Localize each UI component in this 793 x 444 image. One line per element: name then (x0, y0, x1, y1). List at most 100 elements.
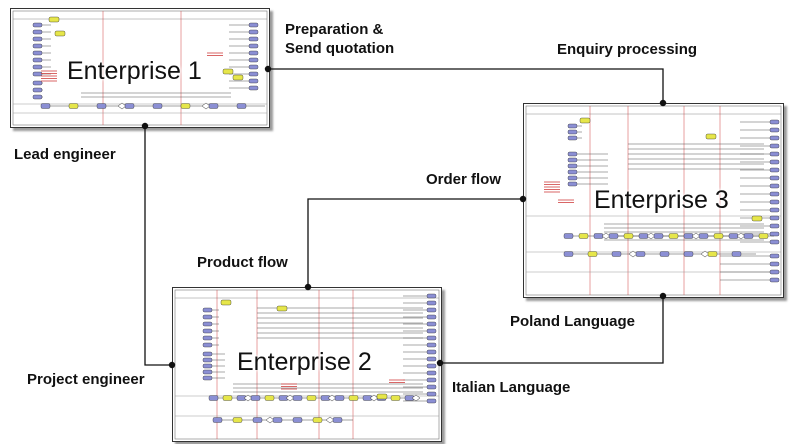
connector-node (519, 195, 527, 203)
process-box (264, 395, 275, 401)
enquiry-processing-label: Enquiry processing (557, 41, 698, 58)
process-box (222, 68, 234, 75)
process-box (208, 395, 219, 401)
process-box (48, 16, 60, 23)
process-box (659, 251, 670, 257)
frame (525, 105, 782, 296)
order-product-connector (307, 198, 523, 287)
enterprise-3-title: Enterprise 3 (594, 186, 729, 214)
process-box (312, 417, 323, 423)
process-box (635, 251, 646, 257)
decision-node (265, 416, 275, 424)
process-box (232, 74, 244, 81)
process-box (220, 299, 232, 306)
process-box (578, 233, 589, 239)
process-box (579, 117, 591, 124)
process-box (731, 251, 742, 257)
preparation-label-line-2: Send quotation (285, 40, 395, 57)
process-box (713, 233, 724, 239)
process-box (587, 251, 598, 257)
process-box (236, 103, 247, 109)
order-flow-label: Order flow (426, 171, 502, 188)
process-box (252, 417, 263, 423)
decision-node (325, 416, 335, 424)
preparation-label: Preparation & Send quotation (285, 20, 394, 58)
decision-node (628, 250, 638, 258)
process-box (40, 103, 51, 109)
process-box (563, 251, 574, 257)
preparation-label-line-1: Preparation & (285, 21, 384, 38)
process-box (276, 305, 288, 312)
decision-node (369, 394, 379, 402)
connector-node (304, 283, 312, 291)
process-box (707, 251, 718, 257)
process-box (334, 395, 345, 401)
process-box (272, 417, 283, 423)
enterprise-1-workflow (12, 10, 268, 126)
process-box (306, 395, 317, 401)
connector-node (168, 361, 176, 369)
process-box (608, 233, 619, 239)
process-box (758, 233, 769, 239)
process-box (390, 395, 401, 401)
process-box (563, 233, 574, 239)
process-box (232, 417, 243, 423)
process-box (54, 30, 66, 37)
process-box (743, 233, 754, 239)
enterprise-3-panel: Enterprise 3 (523, 103, 784, 298)
process-box (751, 215, 763, 222)
decision-node (601, 232, 611, 240)
process-box (152, 103, 163, 109)
process-box (668, 233, 679, 239)
connector-node (659, 99, 667, 107)
decision-node (736, 232, 746, 240)
decision-node (243, 394, 253, 402)
process-box (683, 251, 694, 257)
process-box (348, 395, 359, 401)
decision-node (285, 394, 295, 402)
project-engineer-label: Project engineer (27, 371, 145, 388)
enterprise-1-title: Enterprise 1 (67, 57, 202, 85)
process-box (124, 103, 135, 109)
product-flow-label: Product flow (197, 254, 288, 271)
decision-node (411, 394, 421, 402)
italian-language-label: Italian Language (452, 379, 571, 396)
language-connector (440, 296, 664, 364)
process-box (212, 417, 223, 423)
process-box (250, 395, 261, 401)
enquiry-connector (268, 68, 664, 103)
process-box (611, 251, 622, 257)
enterprise-2-title: Enterprise 2 (237, 348, 372, 376)
connector-node (436, 359, 444, 367)
decision-node (201, 102, 211, 110)
poland-language-label: Poland Language (510, 313, 636, 330)
enterprise-2-workflow (174, 289, 440, 440)
decision-node (700, 250, 710, 258)
process-box (292, 417, 303, 423)
enterprise-1-panel: Enterprise 1 (10, 8, 270, 128)
process-box (180, 103, 191, 109)
enterprise-2-panel: Enterprise 2 (172, 287, 442, 442)
process-box (653, 233, 664, 239)
process-box (292, 395, 303, 401)
decision-node (327, 394, 337, 402)
connector-node (659, 292, 667, 300)
process-box (96, 103, 107, 109)
decision-node (691, 232, 701, 240)
process-box (376, 393, 388, 400)
process-box (698, 233, 709, 239)
decision-node (117, 102, 127, 110)
connector-node (264, 65, 272, 73)
process-box (68, 103, 79, 109)
process-box (332, 417, 343, 423)
lead-engineer-label: Lead engineer (14, 146, 116, 163)
process-box (222, 395, 233, 401)
process-box (623, 233, 634, 239)
process-box (208, 103, 219, 109)
lead-project-connector (144, 126, 172, 366)
enterprise-3-workflow (525, 105, 782, 296)
decision-node (646, 232, 656, 240)
process-box (705, 133, 717, 140)
